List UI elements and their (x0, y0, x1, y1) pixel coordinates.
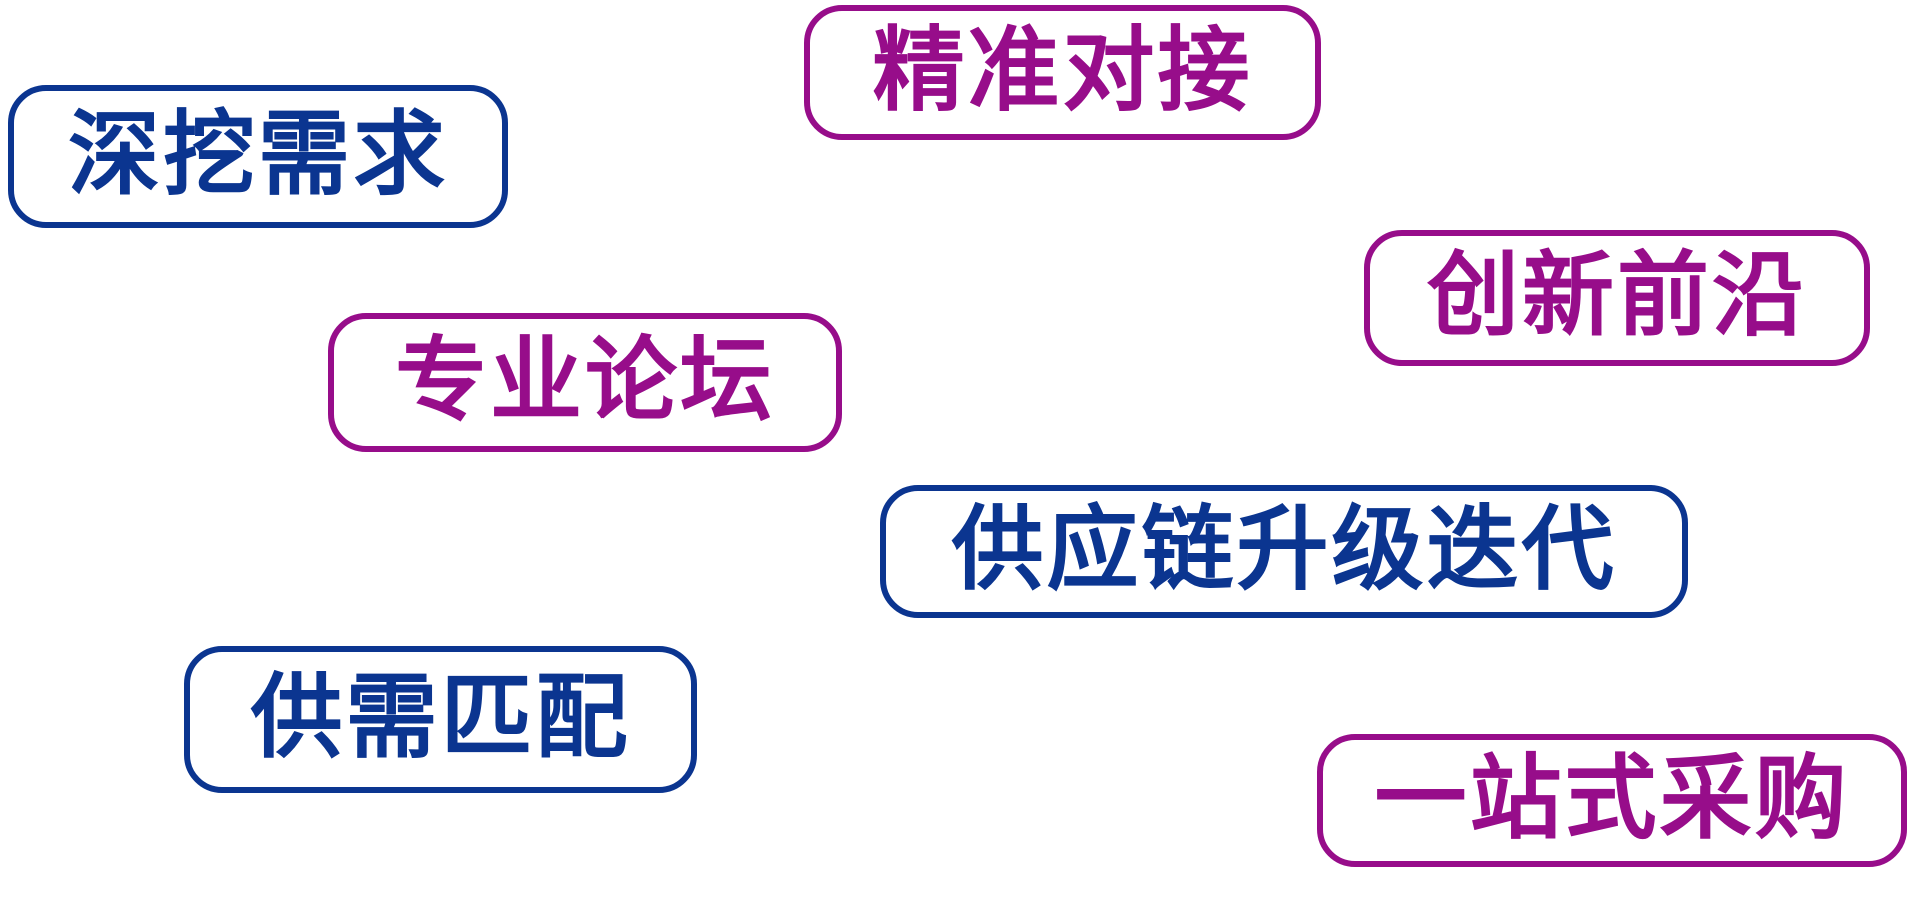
badge-precise-matchmaking: 精准对接 (804, 5, 1321, 140)
badge-innovation-frontier: 创新前沿 (1364, 230, 1870, 366)
badge-label: 精准对接 (872, 19, 1253, 122)
badge-label: 专业论坛 (394, 329, 775, 432)
badge-professional-forum: 专业论坛 (328, 313, 842, 452)
badge-one-stop-procurement: 一站式采购 (1317, 734, 1907, 867)
badge-label: 供需匹配 (250, 666, 631, 769)
badge-label: 供应链升级迭代 (951, 498, 1617, 601)
badge-label: 深挖需求 (67, 103, 448, 206)
badge-label: 一站式采购 (1374, 747, 1850, 850)
badge-deep-demand-mining: 深挖需求 (8, 85, 508, 228)
badge-supply-demand-matching: 供需匹配 (184, 646, 697, 793)
badge-supply-chain-upgrade-iteration: 供应链升级迭代 (880, 485, 1688, 618)
badge-label: 创新前沿 (1426, 245, 1807, 347)
